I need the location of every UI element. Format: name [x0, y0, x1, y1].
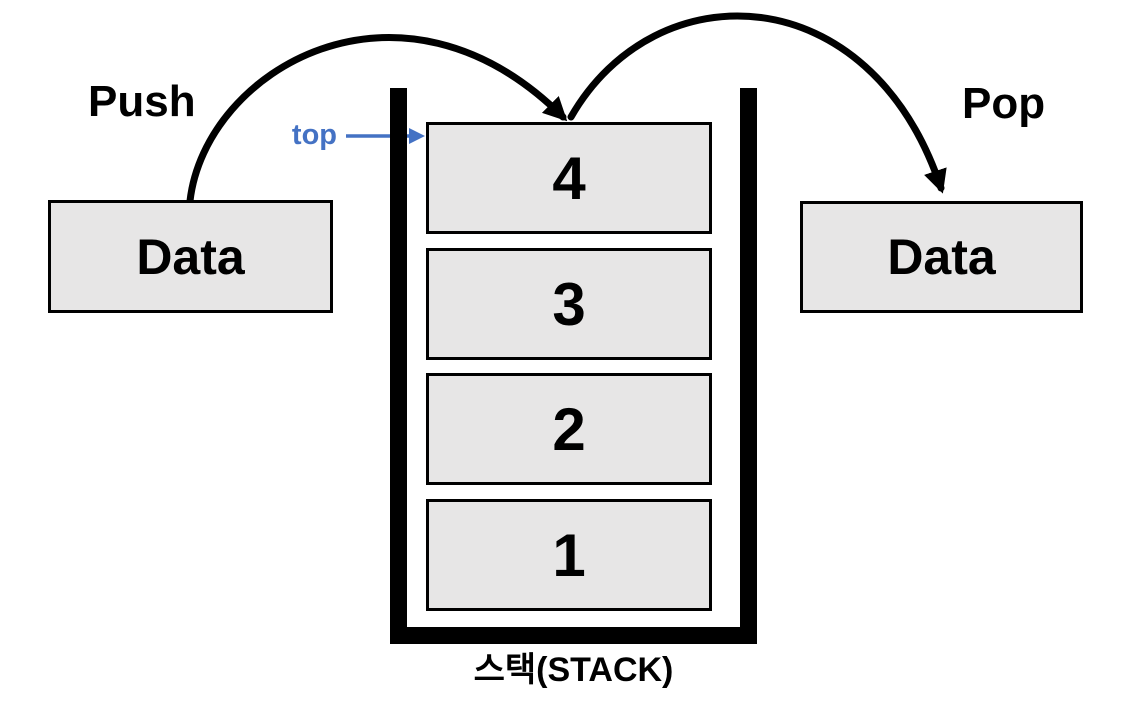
pop-data-box-label: Data: [887, 229, 996, 285]
push-data-box-label: Data: [136, 228, 245, 285]
stack-item: 3: [426, 248, 712, 360]
stack-caption: 스택(STACK): [473, 651, 674, 689]
stack-bottom-wall: [390, 627, 757, 644]
stack-item-value: 3: [552, 270, 586, 338]
stack-item-top: 4: [426, 122, 712, 234]
stack-left-wall: [390, 88, 407, 644]
push-data-box: Data: [48, 200, 333, 313]
stack-item-value: 4: [552, 144, 586, 212]
stack-item-bottom: 1: [426, 499, 712, 611]
pop-label: Pop: [962, 79, 1046, 128]
top-pointer-label: top: [291, 119, 337, 151]
pop-data-box: Data: [800, 201, 1083, 313]
stack-right-wall: [740, 88, 757, 644]
push-label: Push: [88, 77, 196, 126]
stack-item-value: 2: [552, 395, 586, 463]
stack-item-value: 1: [552, 521, 586, 589]
stack-item: 2: [426, 373, 712, 485]
